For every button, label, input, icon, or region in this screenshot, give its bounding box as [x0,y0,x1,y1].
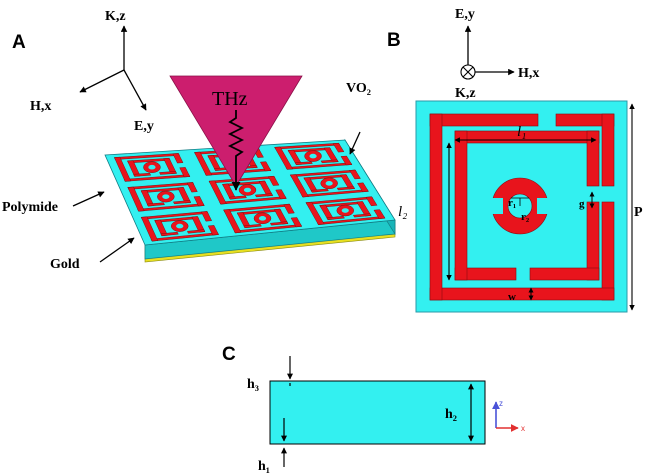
axis-h-label: H,x [30,99,51,114]
axis-e-label: E,y [134,119,154,134]
thz-beam: THz [169,75,303,191]
outer-split-ring [429,113,615,301]
gold-pointer [99,237,135,263]
center-ring [490,177,550,235]
polymide-pointer [72,191,105,207]
vo2-label: VO₂ [346,81,371,96]
h2-label: h₂ [445,407,457,422]
axis-k-label-b: K,z [455,86,476,101]
l1-label: l₁ [517,124,526,140]
wave-arrow [227,110,245,191]
unit-cell: l₁ l₂ P g w r₁ r₂ [398,100,643,313]
g-label: g [579,198,585,210]
p-label: P [634,205,643,220]
z-axis-label: z [499,399,503,408]
panel-c-axes: z x [492,399,525,433]
panel-a-letter: A [12,32,26,53]
l2-label: l₂ [398,204,407,220]
panel-c-letter: C [222,344,236,365]
polymide-label: Polymide [2,200,58,215]
panel-c: C h₃ h₂ h₁ z x [222,344,525,474]
r2-label: r₂ [521,211,530,223]
h-axis-arrow [79,69,125,93]
panel-b-letter: B [387,30,401,51]
r1-label: r₁ [508,197,516,209]
x-axis-label: x [521,424,525,433]
gold-label: Gold [50,257,80,272]
thz-label: THz [212,88,248,110]
axis-h-label-b: H,x [518,66,539,81]
cross-section-layer [269,380,486,445]
panel-a: A K,z H,x E,y THz VO₂ Polymide Gold [2,9,396,272]
h1-label: h₁ [258,459,270,474]
h3-label: h₃ [247,377,259,392]
w-label: w [508,291,516,303]
panel-b-axes: E,y H,x K,z [455,7,539,101]
vo2-pointer [349,131,361,155]
e-axis-arrow [123,69,147,111]
panel-b: B E,y H,x K,z [387,7,643,313]
axis-k-label: K,z [105,9,126,24]
panel-a-axes: K,z H,x E,y [30,9,154,134]
axis-e-label-b: E,y [455,7,475,22]
